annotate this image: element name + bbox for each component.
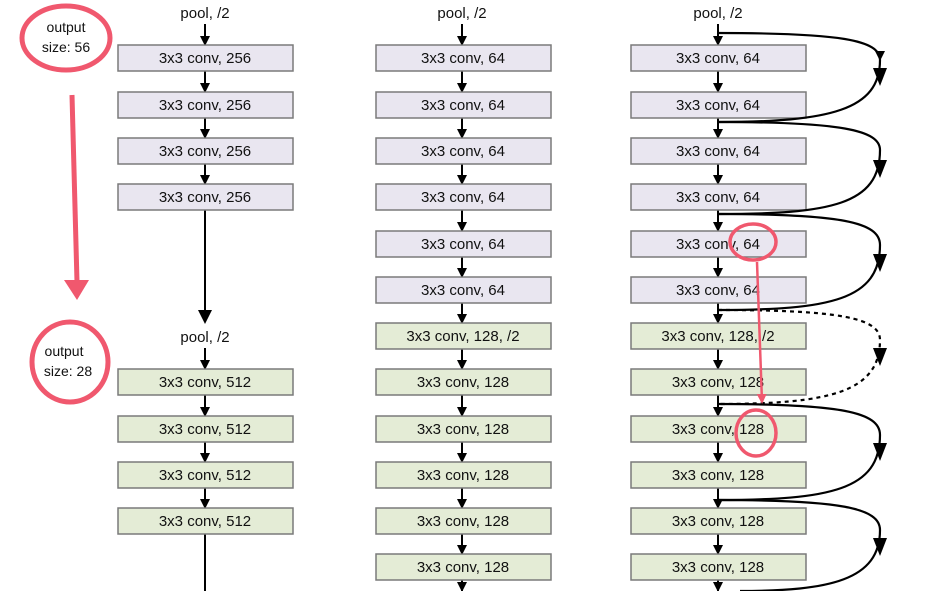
conv-label: 3x3 conv, 128 <box>672 467 764 484</box>
conv-label: 3x3 conv, 512 <box>159 374 251 391</box>
conv-block <box>117 461 294 489</box>
pool-label-col-a-middle: pool, /2 <box>180 329 229 346</box>
highlight-circle-128 <box>734 408 778 458</box>
conv-block <box>375 183 552 211</box>
conv-block <box>117 507 294 535</box>
conv-block <box>630 507 807 535</box>
skip-arrowhead <box>873 254 887 272</box>
note-size56-line1: output <box>47 19 86 35</box>
conv-label: 3x3 conv, 512 <box>159 513 251 530</box>
conv-label: 3x3 conv, 64 <box>676 282 760 299</box>
conv-block <box>375 137 552 165</box>
skip-arrowhead <box>873 348 887 366</box>
skip-connection <box>717 402 882 502</box>
conv-block <box>375 461 552 489</box>
skip-connection <box>717 120 882 216</box>
conv-block <box>375 553 552 581</box>
conv-label: 3x3 conv, 128 <box>417 374 509 391</box>
skip-connection-projection <box>717 308 882 406</box>
conv-label: 3x3 conv, 128, /2 <box>661 328 774 345</box>
column-b: 3x3 conv, 64 3x3 conv, 64 3x3 conv, 64 3… <box>375 24 552 591</box>
conv-block <box>117 91 294 119</box>
pool-label-col-a-top: pool, /2 <box>180 5 229 22</box>
conv-block <box>117 415 294 443</box>
pool-label-col-b-top: pool, /2 <box>437 5 486 22</box>
note-size28-line2: size: 28 <box>44 363 92 379</box>
conv-block <box>375 415 552 443</box>
conv-block <box>375 368 552 396</box>
conv-label: 3x3 conv, 64 <box>676 50 760 67</box>
conv-block <box>375 322 552 350</box>
conv-label: 3x3 conv, 64 <box>421 282 505 299</box>
skip-arrowhead <box>873 160 887 178</box>
conv-label: 3x3 conv, 128 <box>417 421 509 438</box>
conv-label: 3x3 conv, 256 <box>159 50 251 67</box>
red-down-arrowhead <box>64 280 89 300</box>
conv-block <box>375 44 552 72</box>
highlight-circle-size28 <box>29 319 111 405</box>
highlight-circle-64 <box>728 222 778 262</box>
conv-block <box>630 322 807 350</box>
skip-arrowhead <box>873 68 887 86</box>
conv-label: 3x3 conv, 64 <box>421 143 505 160</box>
skip-connection <box>717 212 882 312</box>
conv-block <box>630 553 807 581</box>
conv-label: 3x3 conv, 64 <box>421 236 505 253</box>
conv-block <box>630 137 807 165</box>
conv-label: 3x3 conv, 512 <box>159 421 251 438</box>
conv-label: 3x3 conv, 256 <box>159 143 251 160</box>
conv-label: 3x3 conv, 128 <box>417 559 509 576</box>
highlight-circle-size56 <box>19 3 113 73</box>
conv-block <box>117 44 294 72</box>
conv-label: 3x3 conv, 64 <box>676 97 760 114</box>
conv-label: 3x3 conv, 128, /2 <box>406 328 519 345</box>
conv-label: 3x3 conv, 64 <box>421 50 505 67</box>
skip-connection <box>717 31 885 124</box>
conv-label: 3x3 conv, 64 <box>676 236 760 253</box>
conv-label: 3x3 conv, 256 <box>159 97 251 114</box>
skip-connection <box>717 498 882 591</box>
conv-label: 3x3 conv, 256 <box>159 189 251 206</box>
conv-block <box>630 276 807 304</box>
conv-block <box>117 137 294 165</box>
conv-block <box>375 91 552 119</box>
conv-block <box>375 276 552 304</box>
conv-label: 3x3 conv, 64 <box>421 97 505 114</box>
note-size56-line2: size: 56 <box>42 39 90 55</box>
conv-label: 3x3 conv, 64 <box>676 143 760 160</box>
note-size28-line1: output <box>45 343 84 359</box>
conv-label: 3x3 conv, 64 <box>421 189 505 206</box>
conv-block <box>117 368 294 396</box>
pool-label-col-c-top: pool, /2 <box>693 5 742 22</box>
conv-block <box>630 183 807 211</box>
conv-label: 3x3 conv, 128 <box>672 559 764 576</box>
conv-label: 3x3 conv, 128 <box>672 513 764 530</box>
skip-arrowhead <box>873 538 887 556</box>
conv-label: 3x3 conv, 128 <box>417 467 509 484</box>
red-down-arrow-shaft <box>69 94 80 283</box>
conv-block <box>117 183 294 211</box>
conv-label: 3x3 conv, 512 <box>159 467 251 484</box>
column-c: 3x3 conv, 64 3x3 conv, 64 3x3 conv, 64 3… <box>630 24 887 591</box>
conv-label: 3x3 conv, 64 <box>676 189 760 206</box>
conv-block <box>630 368 807 396</box>
conv-block <box>375 507 552 535</box>
conv-block <box>375 230 552 258</box>
conv-block <box>630 44 807 72</box>
conv-block <box>630 461 807 489</box>
conv-label: 3x3 conv, 128 <box>417 513 509 530</box>
column-a: 3x3 conv, 256 3x3 conv, 256 3x3 conv, 25… <box>117 24 294 591</box>
conv-label: 3x3 conv, 128 <box>672 374 764 391</box>
conv-block <box>630 91 807 119</box>
skip-arrowhead <box>873 443 887 461</box>
red-connector-arrow <box>755 261 767 404</box>
conv-label: 3x3 conv, 128 <box>672 421 764 438</box>
annotation-marks: output size: 56 output size: 28 <box>19 3 778 458</box>
